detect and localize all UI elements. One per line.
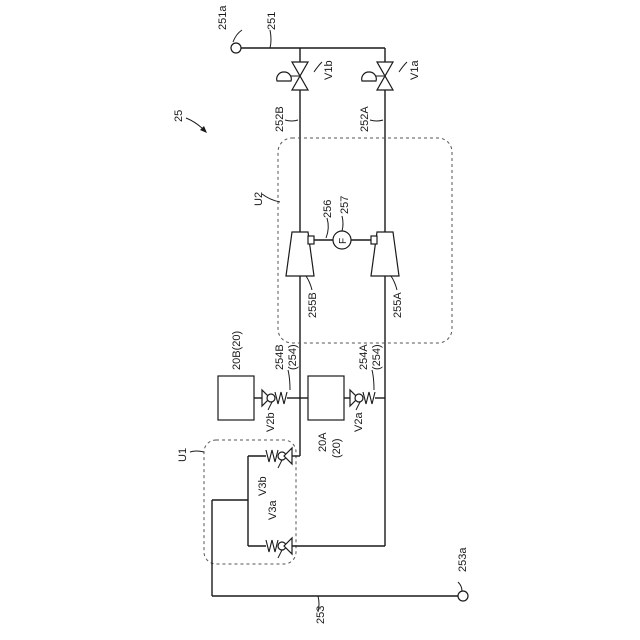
tank-20a-box bbox=[308, 376, 344, 420]
label-pump-255a: 255A bbox=[392, 292, 404, 318]
check-valve-v2a-symbol bbox=[344, 390, 385, 410]
label-system-25: 25 bbox=[173, 110, 185, 122]
label-tank-20b: 20B(20) bbox=[231, 331, 243, 370]
arrow-25 bbox=[186, 118, 207, 133]
port-253a-circle bbox=[458, 591, 468, 601]
label-flow-meter-f: F bbox=[338, 238, 349, 244]
label-line-252b: 252B bbox=[274, 106, 286, 132]
valve-v1a-symbol bbox=[362, 62, 393, 90]
label-check-254a: 254A bbox=[358, 344, 370, 370]
label-unit-u1: U1 bbox=[177, 448, 189, 462]
valve-v1b-symbol bbox=[277, 62, 308, 90]
label-pump-255b: 255B bbox=[307, 292, 319, 318]
label-valve-v1a: V1a bbox=[409, 60, 421, 80]
label-line-252a: 252A bbox=[359, 106, 371, 132]
label-tank-20a-sub: (20) bbox=[331, 438, 343, 458]
label-line-253: 253 bbox=[315, 606, 327, 624]
label-check-254b-sub: (254) bbox=[287, 344, 299, 370]
label-port-253a: 253a bbox=[457, 547, 469, 572]
label-check-254a-sub: (254) bbox=[371, 344, 383, 370]
label-ref-256: 256 bbox=[322, 200, 334, 218]
label-valve-v3b: V3b bbox=[257, 476, 269, 496]
label-valve-v2b: V2b bbox=[265, 412, 277, 432]
label-port-251a: 251a bbox=[217, 5, 229, 30]
check-valve-v2b-symbol bbox=[254, 390, 300, 410]
pump-255a-symbol bbox=[371, 232, 399, 276]
label-line-251: 251 bbox=[266, 12, 278, 30]
port-251a-circle bbox=[231, 43, 241, 53]
label-tank-20a: 20A bbox=[317, 432, 329, 452]
label-check-254b: 254B bbox=[274, 344, 286, 370]
return-line-253 bbox=[212, 500, 468, 601]
label-valve-v2a: V2a bbox=[353, 412, 365, 432]
pump-255b-symbol bbox=[286, 232, 314, 276]
check-valve-v3a-symbol bbox=[248, 538, 385, 558]
check-valve-v3b-symbol bbox=[248, 448, 300, 468]
leader-lines bbox=[190, 30, 462, 612]
supply-line-251 bbox=[231, 43, 385, 62]
label-valve-v3a: V3a bbox=[267, 500, 279, 520]
label-valve-v1b: V1b bbox=[323, 60, 335, 80]
label-unit-u2: U2 bbox=[253, 192, 265, 206]
label-ref-257: 257 bbox=[339, 196, 351, 214]
tank-20b-box bbox=[218, 376, 254, 420]
